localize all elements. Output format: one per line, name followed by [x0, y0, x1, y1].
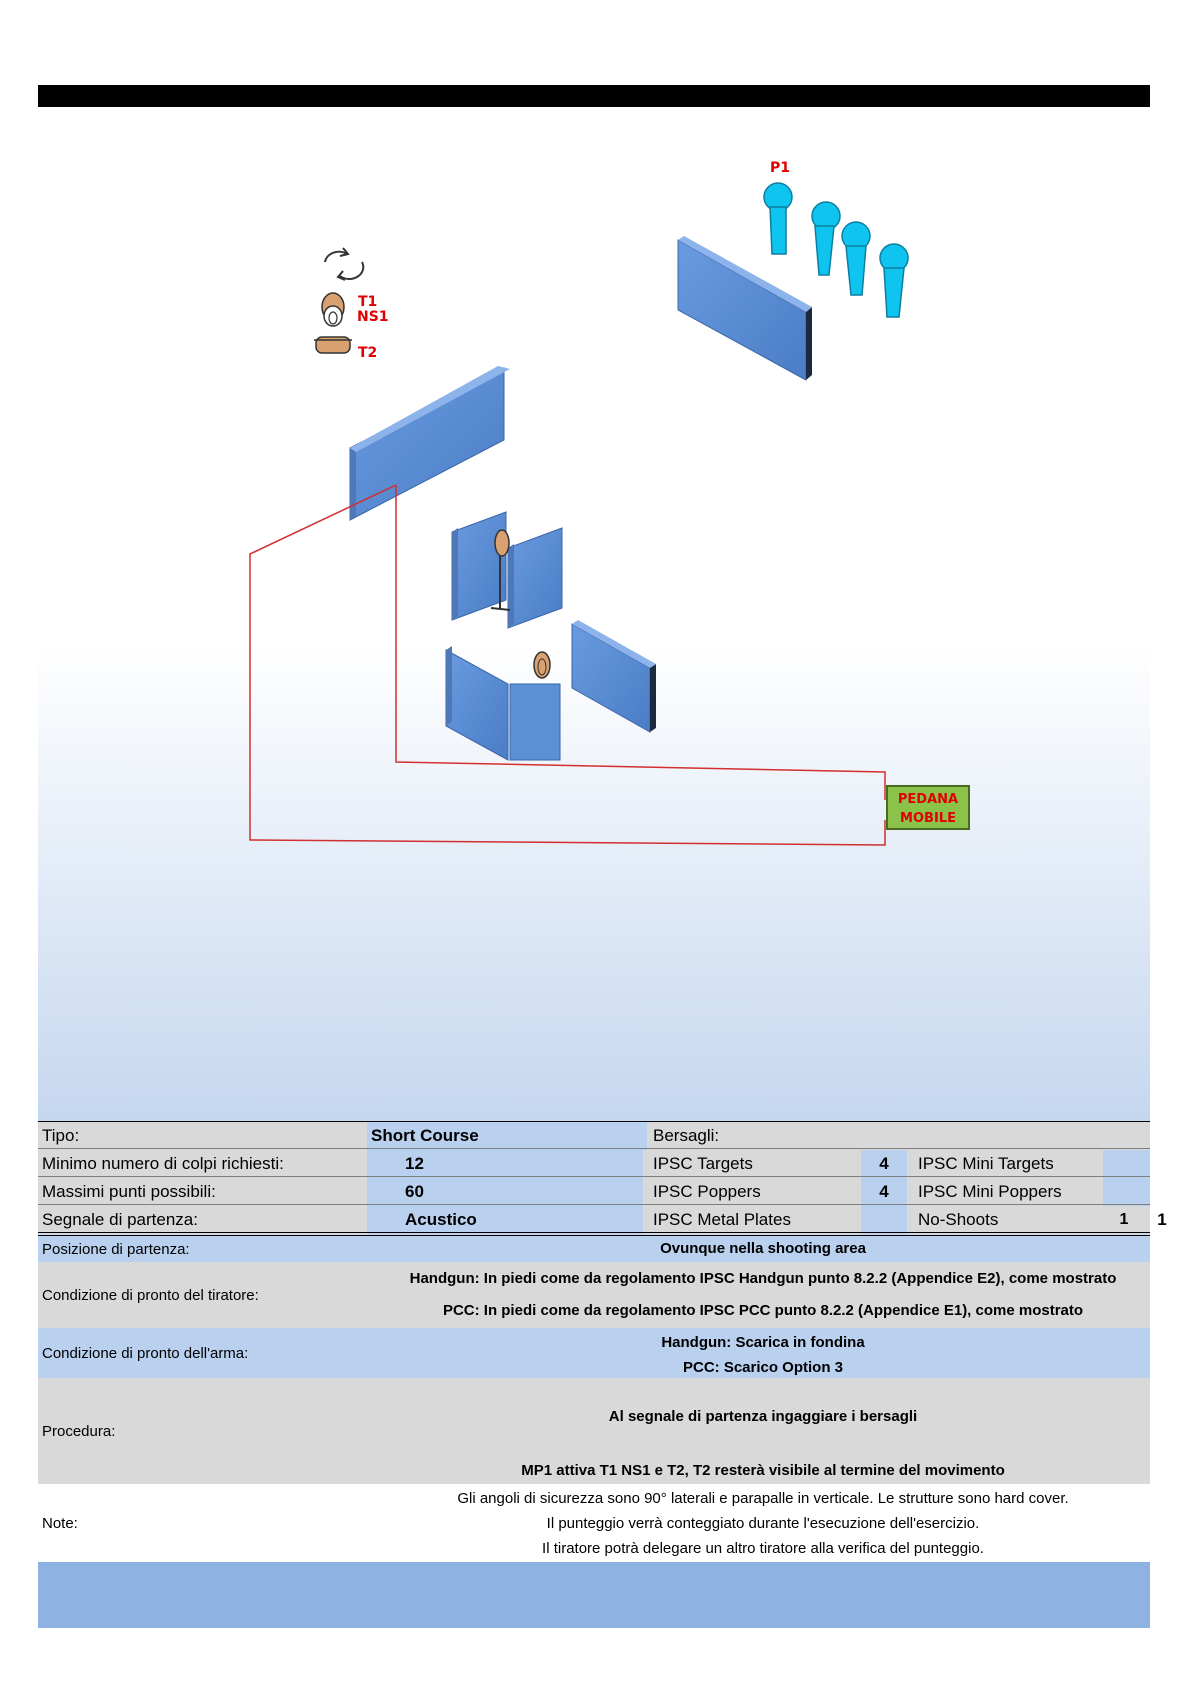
wall-left: [349, 366, 510, 521]
max-punti-label: Massimi punti possibili:: [42, 1182, 216, 1201]
procedura-line2: MP1 attiva T1 NS1 e T2, T2 resterà visib…: [521, 1462, 1005, 1479]
paper-target-mid: [490, 529, 511, 611]
stage-diagram: P1 T: [249, 160, 970, 846]
popper-1: [763, 182, 793, 255]
target-count-1: 4: [879, 1182, 889, 1201]
pronto-tiratore-line1: Handgun: In piedi come da regolamento IP…: [409, 1270, 1117, 1287]
wall-pair-low: [445, 646, 561, 761]
row-divider: [38, 1148, 1150, 1149]
pronto-tiratore-line2: PCC: In piedi come da regolamento IPSC P…: [442, 1302, 1084, 1319]
target2-label-0: IPSC Mini Targets: [918, 1154, 1054, 1173]
pronto-arma-label: Condizione di pronto dell'arma:: [42, 1344, 249, 1362]
popper-4: [879, 243, 909, 318]
target-t1-icon: [321, 292, 345, 327]
note-label: Note:: [42, 1514, 78, 1532]
posizione-label: Posizione di partenza:: [42, 1240, 190, 1258]
pronto-arma-line2: PCC: Scarico Option 3: [682, 1359, 844, 1376]
rotation-icon: [324, 247, 365, 281]
target-count-2: [875, 1206, 893, 1234]
pronto-arma-line1: Handgun: Scarica in fondina: [661, 1334, 865, 1351]
segnale-value: Acustico: [405, 1210, 477, 1229]
note-line1: Gli angoli di sicurezza sono 90° lateral…: [457, 1490, 1069, 1507]
row-divider: [38, 1232, 1150, 1233]
paper-target-low: [533, 651, 551, 679]
ns1-label: NS1: [357, 309, 389, 325]
procedura-line1: Al segnale di partenza ingaggiare i bers…: [608, 1408, 918, 1425]
note-line2: Il punteggio verrà conteggiato durante l…: [546, 1515, 980, 1532]
segnale-label: Segnale di partenza:: [42, 1210, 198, 1229]
bersagli-label: Bersagli:: [653, 1126, 720, 1145]
target-t2-icon: [314, 336, 352, 354]
target2-label-2: No-Shoots: [918, 1210, 999, 1229]
row-divider: [38, 1176, 1150, 1177]
pedana-mobile: PEDANA MOBILE: [886, 785, 970, 830]
wall-right-low: [571, 620, 656, 733]
row-max-punti: Massimi punti possibili: 60 IPSC Poppers…: [38, 1178, 1150, 1206]
pedana-label-1: PEDANA: [898, 792, 958, 807]
target-count-0: 4: [879, 1154, 889, 1173]
row-divider: [38, 1204, 1150, 1205]
min-colpi-label: Minimo numero di colpi richiesti:: [42, 1154, 284, 1173]
row-divider: [38, 1235, 1150, 1236]
p1-label: P1: [770, 160, 790, 176]
pedana-label-2: MOBILE: [900, 811, 956, 826]
header-bar: [38, 85, 1150, 107]
note-line3: Il tiratore potrà delegare un altro tira…: [542, 1540, 984, 1557]
sec-pronto-tiratore: Condizione di pronto del tiratore: Handg…: [38, 1262, 1150, 1328]
target-label-0: IPSC Targets: [653, 1154, 753, 1173]
t1-label: T1: [358, 294, 377, 310]
row-tipo: Tipo: Short Course Bersagli:: [38, 1122, 1150, 1150]
footer-band: [38, 1562, 1150, 1628]
row-min-colpi: Minimo numero di colpi richiesti: 12 IPS…: [38, 1150, 1150, 1178]
popper-2: [811, 201, 841, 276]
sec-note: Note: Gli angoli di sicurezza sono 90° l…: [38, 1484, 1150, 1562]
tipo-value: Short Course: [367, 1122, 647, 1150]
mini-count-strip: [1103, 1150, 1150, 1206]
sec-pronto-arma: Condizione di pronto dell'arma: Handgun:…: [38, 1328, 1150, 1378]
popper-3: [841, 221, 871, 296]
noshoot-count-cell: [1103, 1206, 1150, 1234]
wall-pair-mid: [451, 511, 563, 629]
pronto-tiratore-label: Condizione di pronto del tiratore:: [42, 1286, 259, 1304]
target-label-2: IPSC Metal Plates: [653, 1210, 791, 1229]
row-segnale: Segnale di partenza: Acustico IPSC Metal…: [38, 1206, 1167, 1234]
noshoot-count: 1: [1119, 1211, 1129, 1228]
sec-procedura: Procedura: Al segnale di partenza ingagg…: [38, 1378, 1150, 1484]
max-punti-value: 60: [405, 1182, 424, 1201]
sec-posizione: Posizione di partenza: Ovunque nella sho…: [38, 1236, 1150, 1262]
target2-count-2: 1: [1157, 1210, 1167, 1229]
posizione-value: Ovunque nella shooting area: [660, 1240, 866, 1257]
wall-top-right: [677, 236, 812, 381]
target-label-1: IPSC Poppers: [653, 1182, 761, 1201]
tipo-label: Tipo:: [42, 1126, 80, 1145]
procedura-label: Procedura:: [42, 1422, 116, 1440]
t2-label: T2: [358, 345, 377, 361]
popper-group: [763, 182, 909, 318]
route-lines: [249, 484, 886, 846]
target2-label-1: IPSC Mini Poppers: [918, 1182, 1062, 1201]
min-colpi-value: 12: [405, 1154, 424, 1173]
